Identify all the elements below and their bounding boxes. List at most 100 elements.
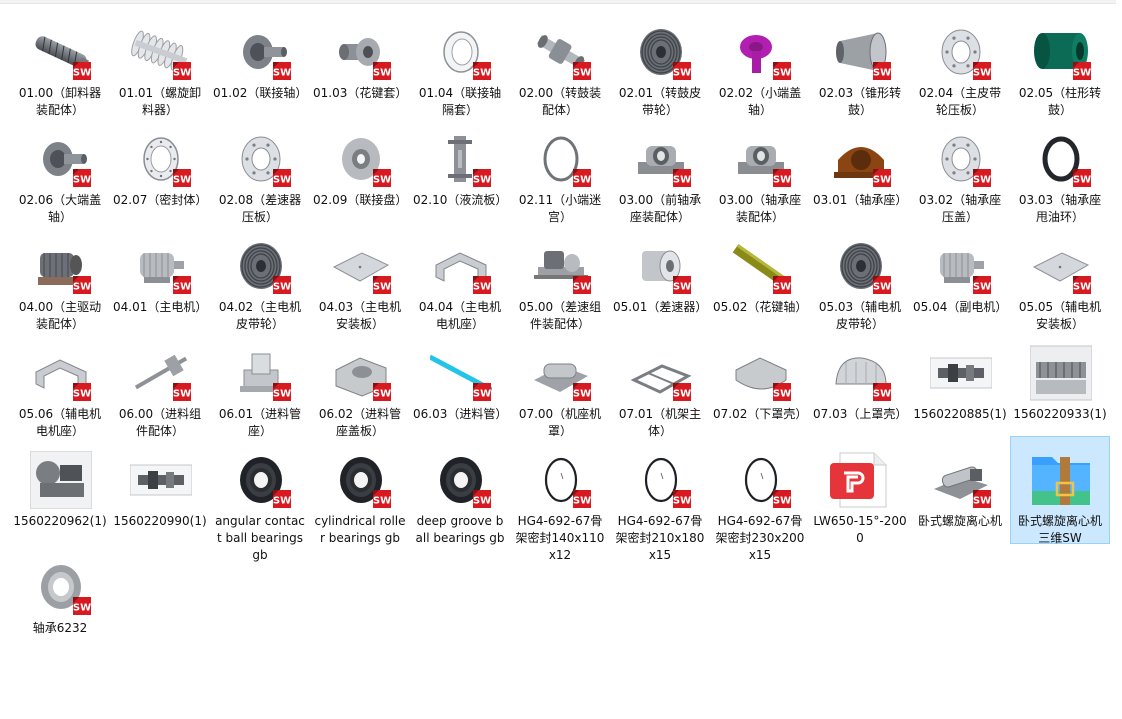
solidworks-badge-icon: SW <box>372 61 392 81</box>
file-item[interactable]: SW 03.00（轴承座装配体） <box>711 116 809 224</box>
svg-text:SW: SW <box>273 282 291 293</box>
file-item-label: LW650-15°-2000 <box>813 514 907 545</box>
file-item-label: 01.04（联接轴隔套） <box>418 86 502 117</box>
svg-text:SW: SW <box>1073 175 1091 186</box>
file-item-label: 1560220962(1) <box>13 514 107 528</box>
svg-text:SW: SW <box>73 282 91 293</box>
file-item[interactable]: 1560220885(1) <box>911 330 1009 436</box>
motor-base-icon: SW <box>430 237 492 295</box>
file-item-label: 04.04（主电机电机座） <box>418 300 502 331</box>
file-item[interactable]: LW650-15°-2000 <box>811 437 909 545</box>
solidworks-badge-icon: SW <box>172 168 192 188</box>
file-item-label: 01.00（卸料器装配体） <box>18 86 102 117</box>
file-item[interactable]: 1560220990(1) <box>111 437 209 543</box>
svg-text:SW: SW <box>973 496 991 507</box>
svg-text:SW: SW <box>873 68 891 79</box>
solidworks-badge-icon: SW <box>772 382 792 402</box>
drum-assembly-icon: SW <box>530 23 592 81</box>
bearing-grey-icon: SW <box>30 558 92 616</box>
file-item-label: HG4-692-67骨架密封140x110x12 <box>515 514 605 562</box>
file-item-label: 03.00（轴承座装配体） <box>718 193 802 224</box>
file-item-label: 02.11（小端迷宫） <box>518 193 602 224</box>
solidworks-badge-icon: SW <box>372 489 392 509</box>
pipe-seat-icon: SW <box>230 344 292 402</box>
solidworks-badge-icon: SW <box>672 168 692 188</box>
feed-pipe-assembly-icon: SW <box>130 344 192 402</box>
file-item[interactable]: 卧式螺旋离心机三维SW <box>1010 436 1110 545</box>
bearing-block-icon: SW <box>730 130 792 188</box>
frame-hood-icon: SW <box>530 344 592 402</box>
black-ring-icon: SW <box>1030 130 1092 188</box>
file-item[interactable]: SW 01.00（卸料器装配体） <box>11 9 109 117</box>
file-item[interactable]: SW 06.01（进料管座） <box>211 330 309 438</box>
file-item[interactable]: 1560220933(1) <box>1011 330 1109 436</box>
file-item-label: 02.07（密封体） <box>113 193 208 207</box>
motor-assembly-icon: SW <box>30 237 92 295</box>
file-item-label: 06.01（进料管座） <box>218 407 302 438</box>
file-item[interactable]: SW 02.07（密封体） <box>111 116 209 222</box>
file-item-label: 01.02（联接轴） <box>213 86 308 100</box>
solidworks-badge-icon: SW <box>472 275 492 295</box>
svg-text:SW: SW <box>73 68 91 79</box>
solidworks-badge-icon: SW <box>72 61 92 81</box>
solidworks-badge-icon: SW <box>272 489 292 509</box>
motor-icon: SW <box>930 237 992 295</box>
file-item-label: 02.02（小端盖轴） <box>718 86 802 117</box>
solidworks-badge-icon: SW <box>372 275 392 295</box>
solidworks-badge-icon: SW <box>972 61 992 81</box>
solidworks-badge-icon: SW <box>72 168 92 188</box>
spline-shaft-icon: SW <box>730 237 792 295</box>
vertical-scrollbar[interactable] <box>1116 0 1122 719</box>
file-item[interactable]: 1560220962(1) <box>11 437 109 543</box>
solidworks-badge-icon: SW <box>672 489 692 509</box>
solidworks-badge-icon: SW <box>672 61 692 81</box>
svg-text:SW: SW <box>173 175 191 186</box>
file-item[interactable]: SW 04.04（主电机电机座） <box>411 223 509 331</box>
